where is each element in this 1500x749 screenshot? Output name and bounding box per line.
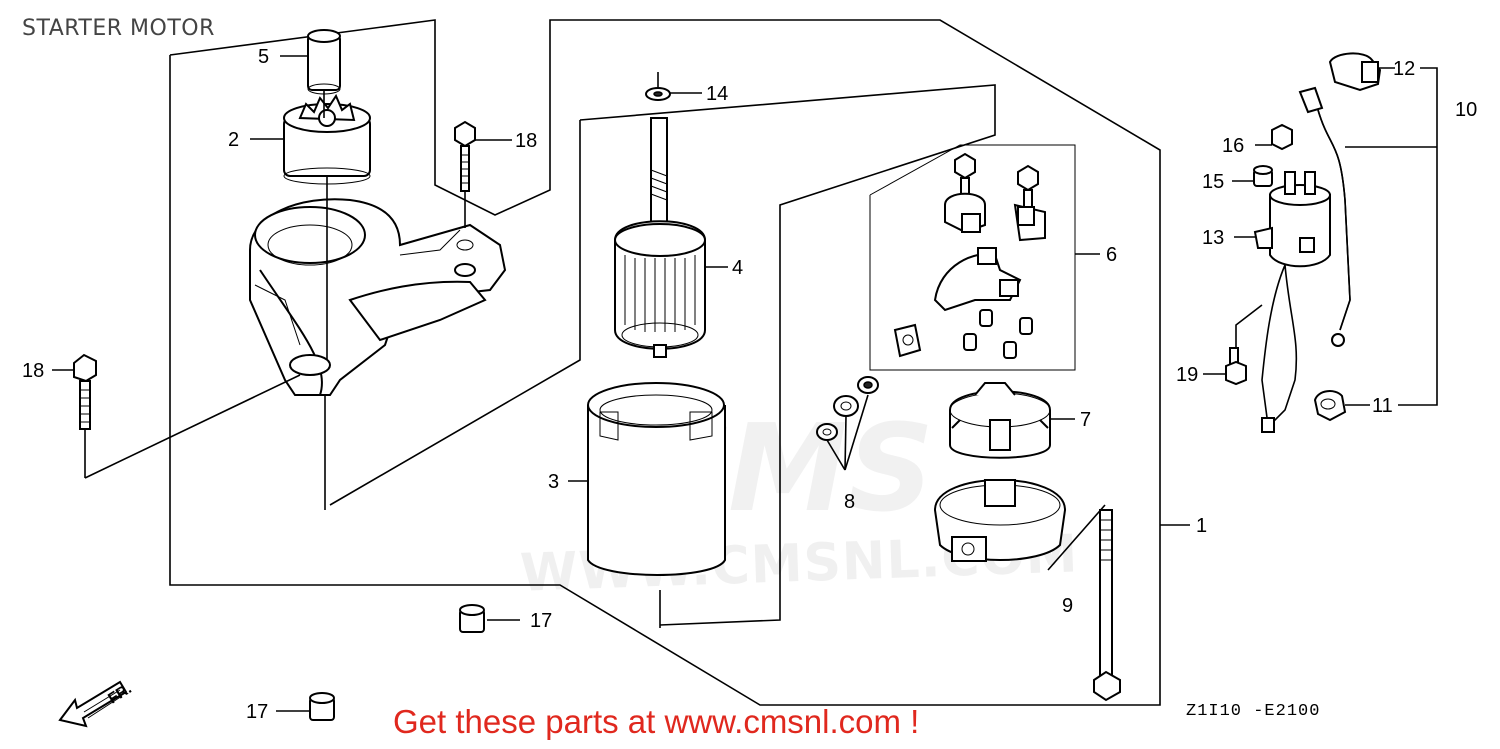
callout-5: 5	[258, 46, 269, 68]
part-12-terminal-cap	[1328, 52, 1382, 92]
callout-numbers: 5 2 18 18 14 4 3 6 7 8 9 1 17 17 12 10 1…	[22, 46, 1477, 723]
callout-18-left: 18	[22, 360, 44, 382]
callout-4: 4	[732, 257, 743, 279]
callout-14: 14	[706, 83, 728, 105]
callout-11: 11	[1372, 395, 1393, 417]
callout-2: 2	[228, 129, 239, 151]
part-9-through-bolt	[1093, 509, 1121, 702]
diagram-code: Z1I10 -E2100	[1186, 702, 1321, 721]
part-8-washers	[816, 376, 879, 441]
part-18-bolt-left	[73, 353, 97, 430]
group-frame-brush-holder	[869, 144, 1076, 371]
leader-lines	[52, 55, 1438, 712]
part-17-cap-top	[459, 604, 485, 633]
callout-13: 13	[1202, 227, 1224, 249]
part-19-bolt	[1225, 347, 1247, 386]
callout-8: 8	[844, 491, 855, 513]
part-2-pinion-gear	[283, 93, 371, 185]
callout-17-top: 17	[530, 610, 552, 632]
callout-16: 16	[1222, 135, 1244, 157]
part-18-bolt-top	[454, 120, 476, 192]
part-15-nut	[1253, 165, 1273, 187]
direction-label: FR.	[105, 680, 135, 707]
callout-3: 3	[548, 471, 559, 493]
callout-15: 15	[1202, 171, 1224, 193]
callout-12: 12	[1393, 58, 1415, 80]
callout-9: 9	[1062, 595, 1073, 617]
part-16-nut	[1271, 123, 1293, 151]
part-4-armature	[614, 117, 706, 358]
part-6-brush-holder	[893, 152, 1046, 359]
page-title: STARTER MOTOR	[22, 16, 215, 41]
solenoid-lead-wire	[1261, 264, 1298, 433]
callout-10: 10	[1455, 99, 1477, 121]
brush-springs	[963, 309, 1033, 359]
part-11-cap	[1313, 390, 1347, 422]
part-13-solenoid	[1253, 171, 1331, 268]
callout-17-bottom: 17	[246, 701, 268, 723]
group-frame-brushes	[579, 84, 996, 626]
callout-6: 6	[1106, 244, 1117, 266]
rear-cover	[933, 479, 1067, 562]
front-bracket-housing	[249, 198, 507, 396]
part-3-yoke	[587, 382, 726, 576]
callout-19: 19	[1176, 364, 1198, 386]
group-frame-housing	[169, 19, 1161, 706]
group-frame-inner	[329, 120, 581, 506]
front-direction-arrow: FR.	[58, 680, 135, 728]
callout-1: 1	[1196, 515, 1207, 537]
part-14-washer	[645, 87, 671, 101]
callout-18-top: 18	[515, 130, 537, 152]
part-7-brush-plate	[949, 382, 1051, 459]
promo-link-text[interactable]: Get these parts at www.cmsnl.com !	[393, 703, 920, 740]
callout-7: 7	[1080, 409, 1091, 431]
battery-cable	[1298, 86, 1351, 347]
part-17-cap-bottom	[309, 692, 335, 721]
part-5-stop-collar	[307, 29, 341, 95]
